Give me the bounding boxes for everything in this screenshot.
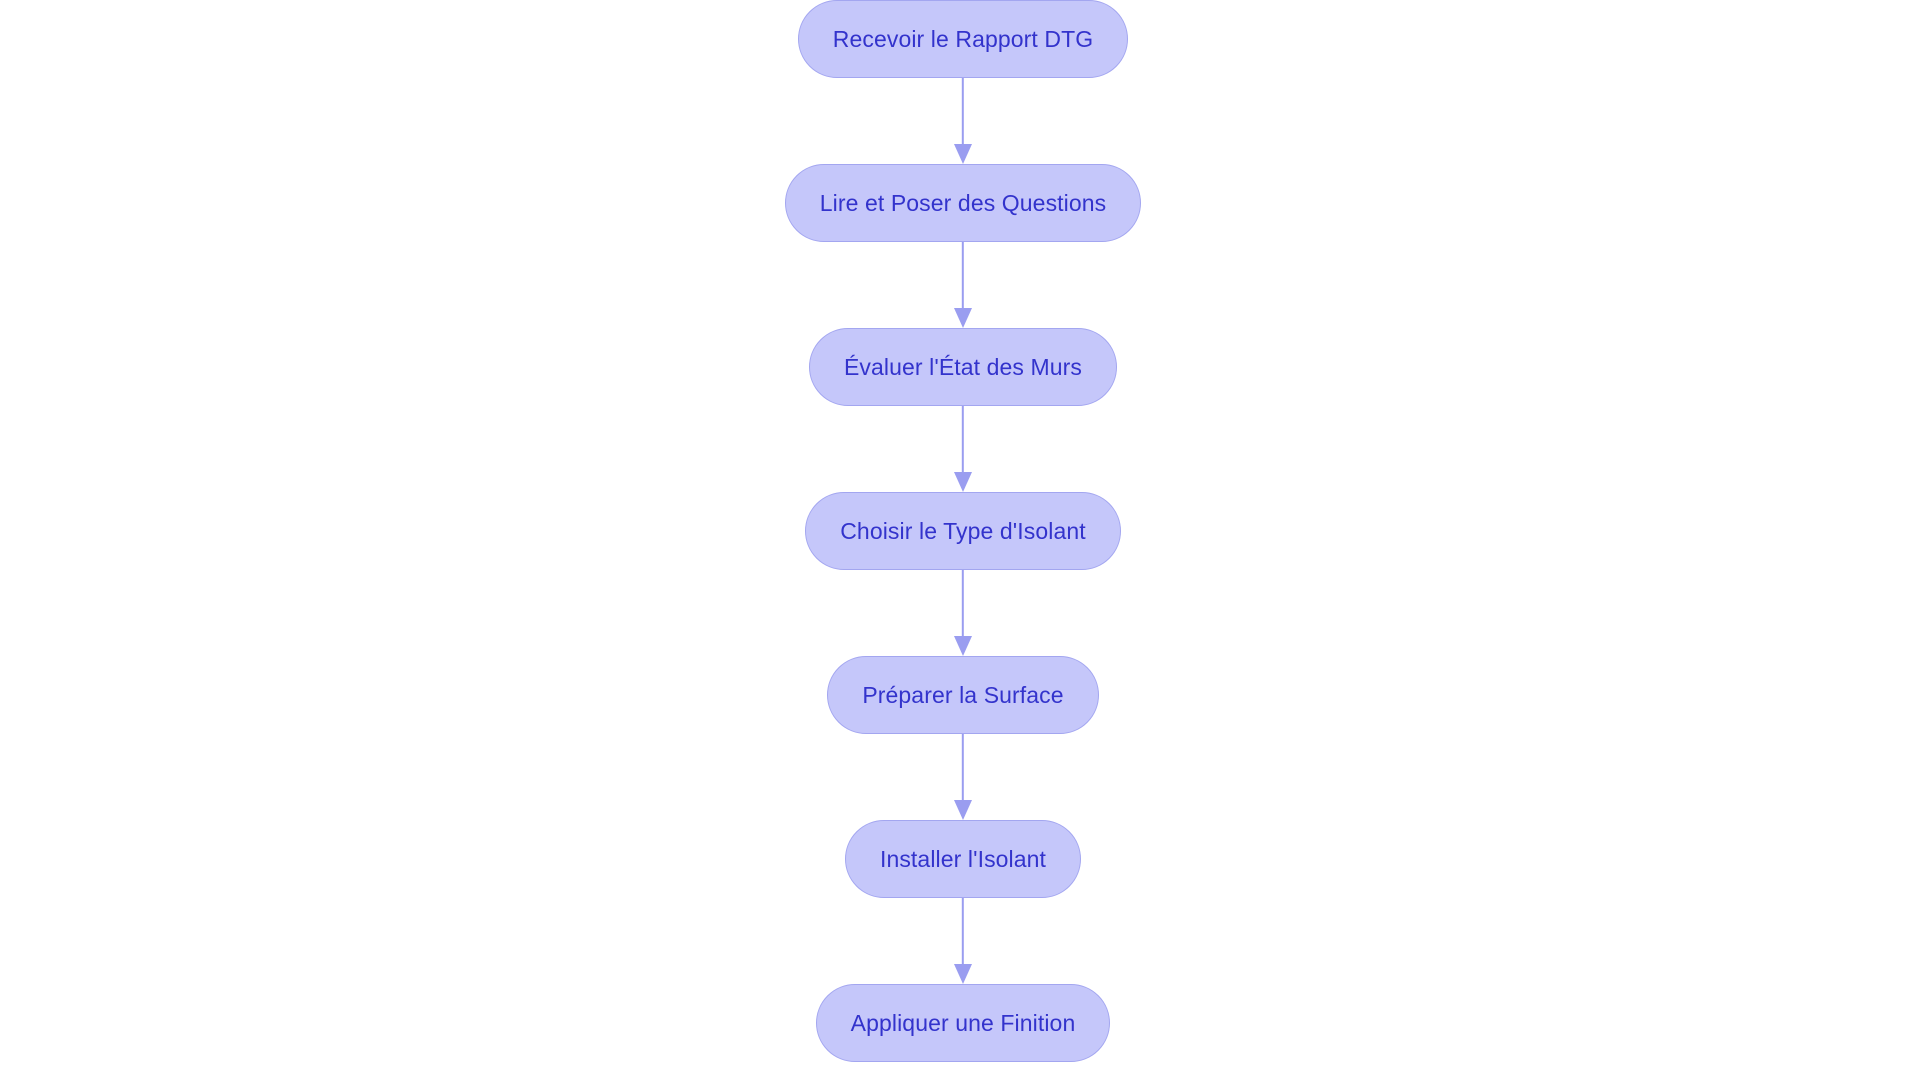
arrow-stem (961, 898, 965, 966)
arrow-head-down-icon (954, 144, 972, 164)
flowchart-node-step-3[interactable]: Évaluer l'État des Murs (808, 328, 1118, 406)
flowchart-node-label: Appliquer une Finition (850, 1009, 1076, 1036)
flowchart-node-step-5[interactable]: Préparer la Surface (827, 656, 1099, 734)
arrow-head-down-icon (954, 472, 972, 492)
arrow-stem (961, 570, 965, 638)
arrow-head-down-icon (954, 964, 972, 984)
flowchart-arrow-2-to-3 (951, 242, 975, 328)
flowchart-node-label: Préparer la Surface (862, 681, 1064, 708)
arrow-stem (961, 78, 965, 146)
arrow-stem (961, 734, 965, 802)
flowchart-node-step-7[interactable]: Appliquer une Finition (815, 984, 1111, 1062)
flowchart-arrow-4-to-5 (951, 570, 975, 656)
flowchart-node-label: Installer l'Isolant (879, 845, 1047, 872)
arrow-stem (961, 406, 965, 474)
flowchart-arrow-1-to-2 (951, 78, 975, 164)
arrow-stem (961, 242, 965, 310)
flowchart-arrow-5-to-6 (951, 734, 975, 820)
flowchart-node-label: Lire et Poser des Questions (819, 189, 1107, 216)
flowchart-node-step-2[interactable]: Lire et Poser des Questions (784, 164, 1142, 242)
flowchart-node-label: Recevoir le Rapport DTG (832, 25, 1094, 52)
flowchart-node-label: Choisir le Type d'Isolant (840, 517, 1086, 544)
arrow-head-down-icon (954, 636, 972, 656)
flowchart-node-label: Évaluer l'État des Murs (843, 353, 1083, 380)
flowchart-node-step-6[interactable]: Installer l'Isolant (844, 820, 1082, 898)
arrow-head-down-icon (954, 800, 972, 820)
flowchart-arrow-3-to-4 (951, 406, 975, 492)
flowchart-node-step-1[interactable]: Recevoir le Rapport DTG (797, 0, 1129, 78)
arrow-head-down-icon (954, 308, 972, 328)
flowchart-arrow-6-to-7 (951, 898, 975, 984)
flowchart-node-step-4[interactable]: Choisir le Type d'Isolant (805, 492, 1121, 570)
